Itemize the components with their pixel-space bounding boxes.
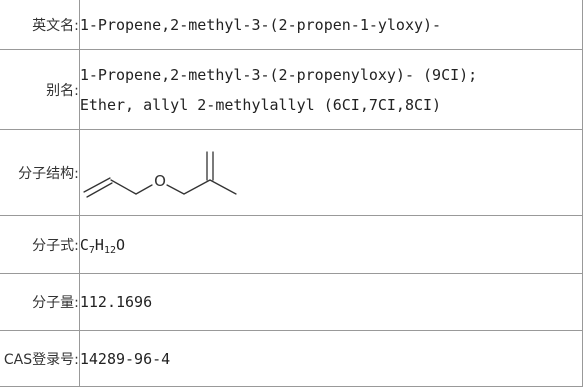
row-english-name: 英文名: 1-Propene,2-methyl-3-(2-propen-1-yl… — [0, 0, 584, 50]
row-formula: 分子式: C7H12O — [0, 215, 584, 274]
aliases-label: 别名: — [0, 49, 80, 130]
formula-label: 分子式: — [0, 215, 80, 274]
english-name-label: 英文名: — [0, 0, 80, 50]
alias-line-1: 1-Propene,2-methyl-3-(2-propenyloxy)- (9… — [79, 65, 478, 84]
formula-value: C7H12O — [78, 215, 584, 274]
bond-o-c — [166, 183, 185, 195]
oxygen-atom-label: O — [154, 172, 166, 190]
bond-allyl — [110, 178, 137, 195]
weight-label: 分子量: — [0, 273, 80, 331]
molecule-structure-image: O — [83, 150, 237, 198]
structure-label: 分子结构: — [0, 129, 80, 216]
bond-terminal-double-a — [83, 176, 111, 193]
bond-terminal-double-b — [86, 181, 113, 198]
row-aliases: 别名: 1-Propene,2-methyl-3-(2-propenyloxy)… — [0, 49, 584, 130]
alias-line-2: Ether, allyl 2-methylallyl (6CI,7CI,8CI) — [79, 95, 442, 114]
bond-methyl — [209, 178, 237, 195]
row-structure: 分子结构: O — [0, 129, 584, 216]
weight-value: 112.1696 — [78, 273, 584, 331]
bond-c-o — [135, 183, 153, 195]
row-weight: 分子量: 112.1696 — [0, 273, 584, 331]
bond-methylene — [183, 178, 211, 195]
row-cas: CAS登录号: 14289-96-4 — [0, 330, 584, 387]
aliases-value: 1-Propene,2-methyl-3-(2-propenyloxy)- (9… — [78, 49, 584, 130]
english-name-value: 1-Propene,2-methyl-3-(2-propen-1-yloxy)- — [78, 0, 584, 50]
cas-label: CAS登录号: — [0, 330, 80, 387]
structure-value: O — [78, 129, 584, 216]
cas-value: 14289-96-4 — [78, 330, 584, 387]
